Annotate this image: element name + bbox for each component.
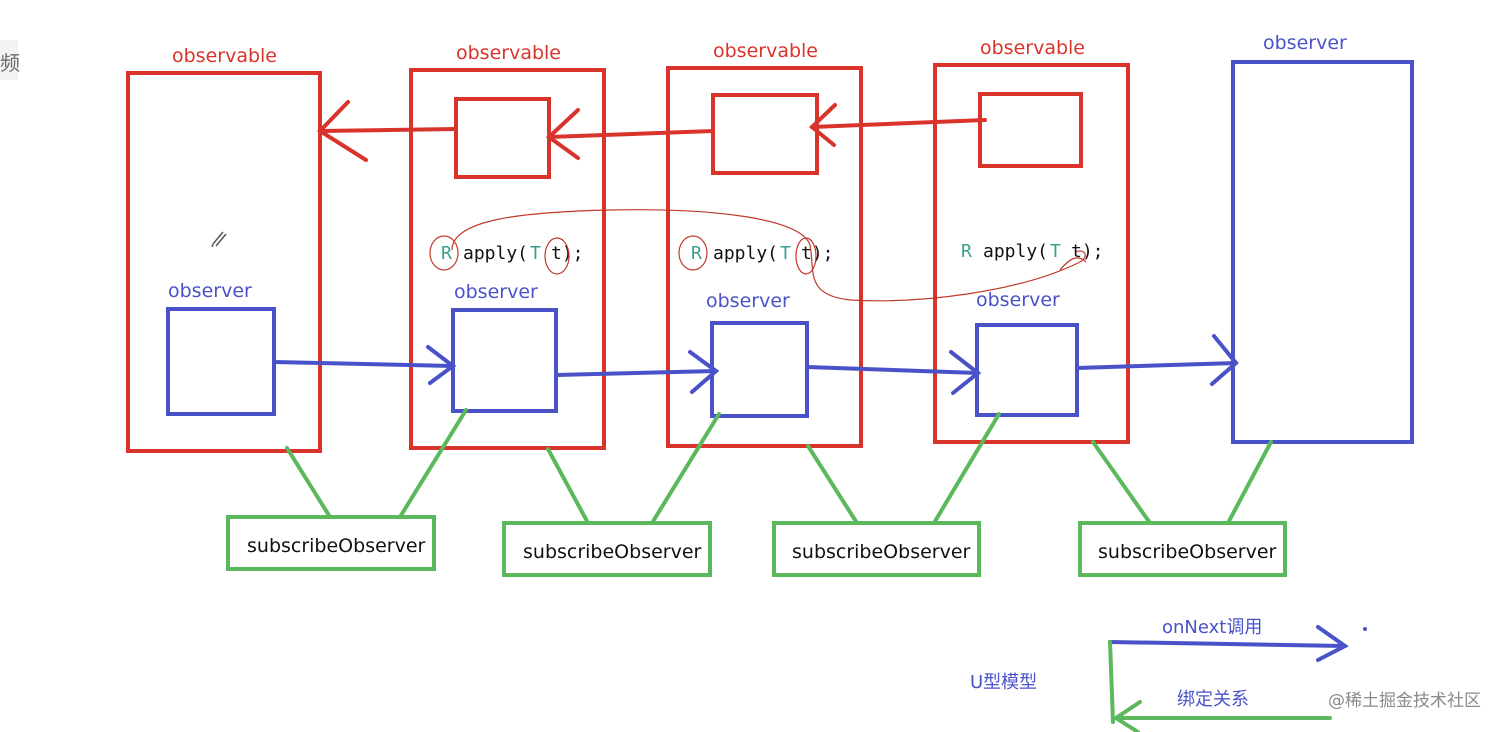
observable-4-box bbox=[933, 63, 1130, 444]
subscribe-boxes: subscribeObserver subscribeObserver subs… bbox=[226, 515, 1287, 577]
observable-2-code-method: apply( bbox=[463, 243, 528, 264]
side-panel-edge bbox=[0, 40, 18, 80]
upstream-arrow-3-head bbox=[808, 103, 837, 147]
side-panel-char: 频 bbox=[0, 51, 20, 75]
upstream-arrows bbox=[316, 100, 987, 162]
downstream-arrow-4-head bbox=[1210, 334, 1239, 386]
upstream-arrow-1 bbox=[318, 127, 458, 133]
observable-1-observer-box bbox=[166, 307, 276, 416]
onnext-legend-arrow bbox=[1108, 640, 1347, 648]
observable-2-observer-box bbox=[451, 308, 558, 413]
bind-legend-label: 绑定关系 bbox=[1177, 689, 1249, 710]
downstream-arrow-2 bbox=[554, 369, 718, 377]
subscribe-box-4 bbox=[1078, 521, 1287, 577]
final-observer-label: observer bbox=[1263, 32, 1347, 54]
observable-4-code-param-type: T bbox=[1050, 241, 1061, 262]
upstream-arrow-2-head bbox=[545, 108, 580, 160]
annotation-circle-t-3 bbox=[795, 237, 817, 275]
subscribe-box-2-label: subscribeObserver bbox=[523, 541, 702, 563]
downstream-arrow-3 bbox=[805, 365, 980, 375]
annotation-circle-t-2 bbox=[544, 237, 570, 275]
observable-4-observer-box bbox=[975, 323, 1079, 417]
upstream-arrow-1-head bbox=[316, 100, 368, 162]
annotation-circle-r-2 bbox=[429, 235, 459, 271]
observable-4: observable R apply( T t); observer bbox=[933, 37, 1130, 444]
observable-2-label: observable bbox=[456, 42, 561, 64]
downstream-arrow-1 bbox=[272, 360, 455, 368]
observable-3-observer-label: observer bbox=[706, 290, 790, 312]
downstream-arrows bbox=[272, 334, 1239, 395]
subscribe-lines bbox=[285, 408, 1273, 525]
observable-2: observable R apply( T t); observer bbox=[409, 42, 606, 450]
observable-3-code-method: apply( bbox=[713, 243, 778, 264]
observable-4-observer-label: observer bbox=[976, 289, 1060, 311]
apply-annotation-loop bbox=[429, 209, 1087, 302]
onnext-legend-arrow-head bbox=[1316, 625, 1349, 662]
observable-2-code-param: t); bbox=[551, 243, 584, 264]
downstream-arrow-2-head bbox=[688, 350, 720, 394]
subscribe-box-4-label: subscribeObserver bbox=[1098, 541, 1277, 563]
observable-1-observer-label: observer bbox=[168, 280, 252, 302]
subscribe-box-1 bbox=[226, 515, 436, 571]
downstream-arrow-1-head bbox=[426, 345, 457, 385]
observable-2-observer-label: observer bbox=[454, 281, 538, 303]
observable-4-code-param: t); bbox=[1071, 241, 1104, 262]
observable-1-box bbox=[126, 71, 322, 453]
observable-3-map-box bbox=[711, 93, 819, 175]
observable-2-map-box bbox=[454, 97, 551, 179]
upstream-arrow-2 bbox=[547, 129, 715, 139]
downstream-arrow-4 bbox=[1075, 361, 1238, 370]
observable-3-box bbox=[666, 66, 863, 448]
bind-legend-arrow-head bbox=[1112, 700, 1142, 732]
final-observer: observer bbox=[1231, 32, 1414, 444]
final-observer-box bbox=[1231, 60, 1414, 444]
u-model-label: U型模型 bbox=[970, 672, 1037, 693]
observable-3-observer-box bbox=[710, 321, 809, 418]
annotation-circle-r-3 bbox=[678, 235, 708, 271]
subscribe-box-3 bbox=[772, 521, 981, 577]
observable-4-code-method: apply( bbox=[983, 241, 1048, 262]
observable-3-code-param-type: T bbox=[780, 243, 791, 264]
subscribe-box-2 bbox=[502, 521, 712, 577]
observable-2-box bbox=[409, 68, 606, 450]
observable-2-code-ret-type: R bbox=[441, 243, 452, 264]
observable-1-label: observable bbox=[172, 45, 277, 67]
observable-4-map-box bbox=[978, 92, 1083, 168]
upstream-arrow-3 bbox=[810, 118, 987, 129]
observable-3-label: observable bbox=[713, 40, 818, 62]
annotation-curve bbox=[451, 209, 1086, 302]
observable-3-code-ret-type: R bbox=[691, 243, 702, 264]
observable-3: observable R apply( T t); observer bbox=[666, 40, 863, 448]
observable-4-label: observable bbox=[980, 37, 1085, 59]
watermark: @稀土掘金技术社区 bbox=[1328, 691, 1481, 711]
subscribe-box-1-label: subscribeObserver bbox=[247, 535, 426, 557]
observable-1: observable observer bbox=[126, 45, 322, 453]
annotation-tick-t-4 bbox=[1059, 257, 1087, 271]
observable-2-code-param-type: T bbox=[530, 243, 541, 264]
observable-4-code-ret-type: R bbox=[961, 241, 972, 262]
subscribe-box-3-label: subscribeObserver bbox=[792, 541, 971, 563]
u-model-legend: U型模型 onNext调用 绑定关系 bbox=[970, 617, 1367, 732]
onnext-legend-label: onNext调用 bbox=[1162, 617, 1262, 638]
legend-dot bbox=[1363, 627, 1367, 631]
u-model-connector bbox=[1108, 640, 1115, 724]
downstream-arrow-3-head bbox=[949, 350, 982, 395]
pencil-icon bbox=[211, 231, 227, 248]
observable-3-code-param: t); bbox=[801, 243, 834, 264]
